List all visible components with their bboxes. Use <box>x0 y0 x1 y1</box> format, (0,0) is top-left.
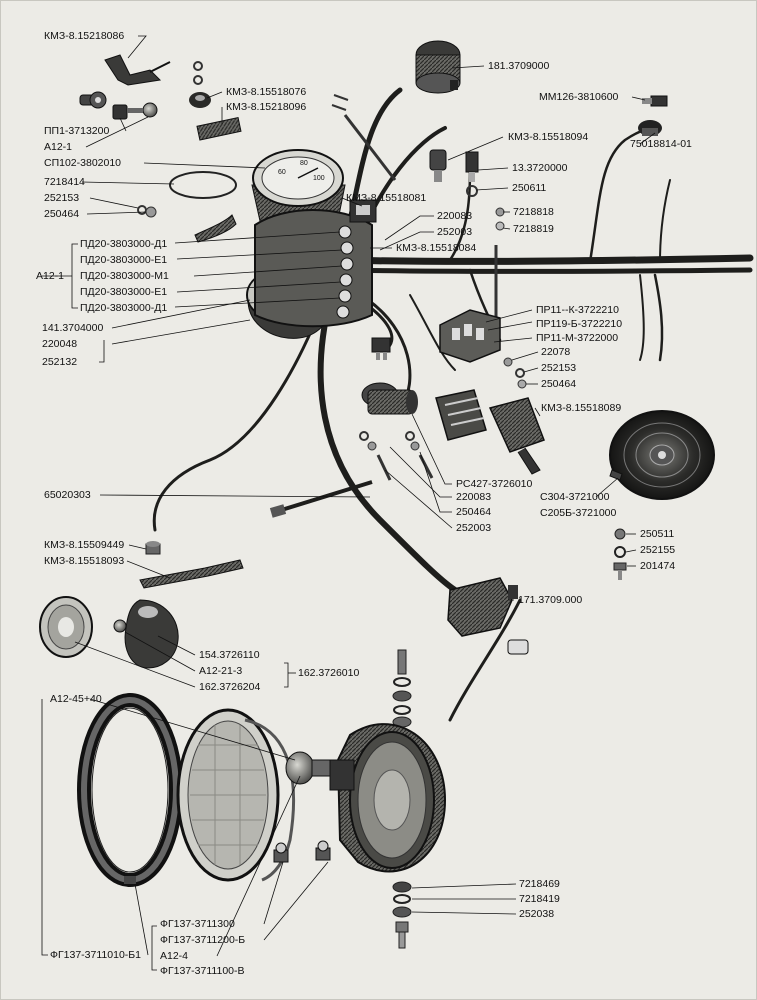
switch-block-small <box>349 199 377 223</box>
part-label: ПП1-3713200 <box>44 125 110 137</box>
part-label: 154.3726110 <box>199 649 260 661</box>
part-label: А12-1 <box>36 270 65 282</box>
terminal-block-left <box>435 389 487 441</box>
part-label: 181.3709000 <box>488 60 550 72</box>
part-label: 250464 <box>44 208 80 220</box>
bracket-top-left <box>104 54 171 86</box>
headlight-bulb <box>285 751 331 785</box>
part-label: КМЗ-8.15518081 <box>346 192 427 204</box>
part-label: 250511 <box>640 528 675 540</box>
part-label: КМЗ-8.15218096 <box>226 101 307 113</box>
part-label: ПД20-3803000-Д1 <box>80 238 168 250</box>
side-light <box>39 596 179 669</box>
part-label: РС427-3726010 <box>456 478 533 490</box>
clip-plate <box>196 116 242 141</box>
lamp-holder-small <box>79 91 107 109</box>
part-label: 7218469 <box>519 878 560 890</box>
headlight-lens <box>176 708 296 882</box>
part-label: 252155 <box>640 544 676 556</box>
relay-rc427 <box>361 382 418 415</box>
pressure-sensor <box>642 95 668 107</box>
terminal-block-right <box>488 397 545 475</box>
part-label: А12-4 <box>160 950 189 962</box>
part-label: ФГ137-3711200-Б <box>160 934 246 946</box>
bracket-long <box>139 559 244 589</box>
part-label: 162.3726010 <box>298 667 360 679</box>
bracket-curved <box>194 214 237 243</box>
part-label: ФГ137-3711100-В <box>160 965 245 977</box>
part-label: 13.3720000 <box>512 162 568 174</box>
part-label: 7218819 <box>513 223 554 235</box>
part-label: ПР119-Б-3722210 <box>536 318 623 330</box>
part-label: 252038 <box>519 908 555 920</box>
part-label: А12-1 <box>44 141 73 153</box>
part-label: 220083 <box>437 210 473 222</box>
part-label: КМЗ-8.15518076 <box>226 86 307 98</box>
part-label: ФГ137-3711010-Б1 <box>50 949 142 961</box>
horn <box>609 410 715 500</box>
wire-harness <box>152 87 754 722</box>
part-label: ПД20-3803000-Д1 <box>80 302 168 314</box>
part-label: 171.3709.000 <box>518 594 583 606</box>
ignition-switch <box>415 40 461 94</box>
part-label: ПД20-3803000-М1 <box>80 270 169 282</box>
ring-seal <box>169 171 237 199</box>
part-label: КМЗ-8.15518084 <box>396 242 477 254</box>
part-label: 252153 <box>44 192 80 204</box>
part-label: 220083 <box>456 491 492 503</box>
part-label: 250464 <box>456 506 492 518</box>
switch-cap <box>638 120 662 136</box>
part-label: 7218818 <box>513 206 554 218</box>
part-label: 250464 <box>541 378 577 390</box>
svg-text:60: 60 <box>278 169 286 176</box>
part-label: ПД20-3803000-Е1 <box>80 286 168 298</box>
socket-small <box>112 102 158 120</box>
fuse-block <box>439 309 501 363</box>
temperature-sensor <box>429 149 447 182</box>
part-label: ММ126-3810600 <box>539 91 619 103</box>
part-label: 250611 <box>512 182 547 194</box>
part-label: КМЗ-8.15509449 <box>44 539 125 551</box>
part-label: ПР11-М-3722000 <box>536 332 619 344</box>
part-label: 75018814-01 <box>630 138 692 150</box>
part-label: 252153 <box>541 362 577 374</box>
flasher-relay-small <box>465 151 479 182</box>
part-label: ПД20-3803000-Е1 <box>80 254 168 266</box>
part-label: С205Б-3721000 <box>540 507 617 519</box>
horn-fasteners <box>613 528 627 580</box>
leader-lines <box>41 35 656 971</box>
part-label: А12-45+40 <box>50 693 102 705</box>
part-label: 201474 <box>640 560 676 572</box>
part-label: КМЗ-8.15518093 <box>44 555 125 567</box>
headlight-housing <box>329 723 447 873</box>
part-label: 220048 <box>42 338 78 350</box>
part-label: 252003 <box>437 226 473 238</box>
part-label: КМЗ-8.15518089 <box>541 402 622 414</box>
part-label: 7218419 <box>519 893 560 905</box>
part-label: ФГ137-3711300 <box>160 918 235 930</box>
part-label: ПР11--К-3722210 <box>536 304 619 316</box>
part-label: 162.3726204 <box>199 681 261 693</box>
grommet <box>189 92 211 108</box>
part-label: С304-3721000 <box>540 491 610 503</box>
part-label: 252003 <box>456 522 492 534</box>
part-label: КМЗ-8.15518094 <box>508 131 589 143</box>
part-label: 65020303 <box>44 489 91 501</box>
plug-connector <box>371 337 391 360</box>
part-label: 7218414 <box>44 176 85 188</box>
nut-small <box>145 541 161 555</box>
part-label: КМЗ-8.15218086 <box>44 30 125 42</box>
svg-text:80: 80 <box>300 160 308 167</box>
part-label: 141.3704000 <box>42 322 104 334</box>
part-label: 22078 <box>541 346 571 358</box>
headlight-rim <box>77 693 183 887</box>
small-bulb-holders <box>273 840 331 863</box>
part-label: СП102-3802010 <box>44 157 122 169</box>
switch-171 <box>447 577 529 655</box>
svg-text:100: 100 <box>313 175 325 182</box>
part-label: А12-21-3 <box>199 665 243 677</box>
part-label: 252132 <box>42 356 78 368</box>
